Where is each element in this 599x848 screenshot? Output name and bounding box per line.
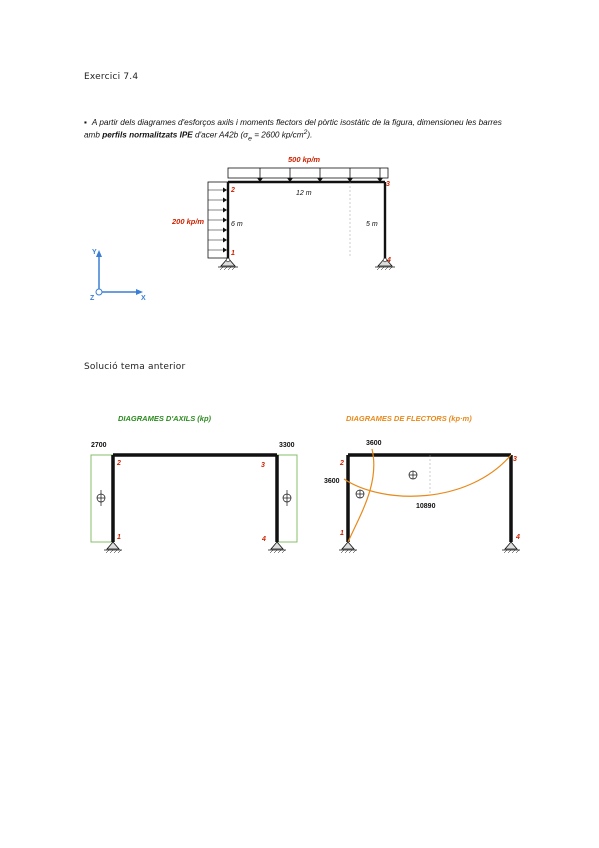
- left-height-label: 6 m: [231, 221, 243, 228]
- bending-diagram: DIAGRAMES DE FLECTORS (kp·m) 3600 3600 1…: [324, 414, 520, 554]
- coordinate-axes: [95, 250, 143, 296]
- statement-text-4: ).: [307, 130, 313, 140]
- solution-title: Solució tema anterior: [84, 362, 186, 372]
- bending-node-1: 1: [340, 530, 344, 537]
- axial-diagram-left-area: [90, 454, 114, 543]
- axis-y-label: Y: [92, 249, 97, 256]
- axial-compression-sign-right: [282, 490, 292, 506]
- node-1-label: 1: [231, 250, 235, 257]
- bending-curve-column: [347, 448, 375, 543]
- node-3-label: 3: [386, 181, 390, 188]
- exercise-title: Exercici 7.4: [84, 72, 139, 82]
- axial-support-left: [104, 541, 122, 554]
- axial-left-value: 2700: [91, 442, 107, 449]
- axial-support-right: [268, 541, 286, 554]
- bending-left-value: 3600: [324, 478, 340, 485]
- axial-diagram-title: DIAGRAMES D'AXILS (kp): [118, 414, 212, 423]
- axis-z-label: Z: [90, 295, 95, 302]
- side-load-label: 200 kp/m: [171, 217, 204, 226]
- span-label: 12 m: [296, 190, 312, 197]
- bullet-icon: ▪: [84, 118, 87, 127]
- statement-text-3: = 2600 kp/cm: [251, 130, 304, 140]
- bending-mid-value: 10890: [416, 503, 436, 510]
- bending-sign-column: [355, 489, 365, 499]
- axial-diagram: DIAGRAMES D'AXILS (kp) 2700 3300 2 3 1 4: [90, 414, 298, 554]
- axial-node-4: 4: [261, 536, 266, 543]
- statement-superscript: 2: [303, 129, 308, 136]
- statement-text-2: d'acer A42b (σ: [195, 130, 249, 140]
- top-load-label: 500 kp/m: [288, 155, 320, 164]
- bending-diagram-title: DIAGRAMES DE FLECTORS (kp·m): [346, 414, 472, 423]
- portal-frame-figure: 500 kp/m 200 kp/m 12 m 6 m 5 m 2 3 1 4: [90, 155, 395, 302]
- top-distributed-load: [227, 167, 389, 182]
- pin-support-right: [375, 257, 395, 271]
- bending-node-2: 2: [339, 460, 344, 467]
- pin-support-left: [218, 257, 238, 271]
- statement-bold: perfils normalitzats IPE: [102, 130, 193, 140]
- statement-text-1: A partir dels diagrames d'esforços axils…: [84, 118, 502, 140]
- axial-node-1: 1: [117, 534, 121, 541]
- node-2-label: 2: [230, 187, 235, 194]
- right-height-label: 5 m: [366, 221, 378, 228]
- axial-node-2: 2: [116, 460, 121, 467]
- bending-top-value: 3600: [366, 440, 382, 447]
- bending-support-right: [502, 541, 520, 554]
- side-distributed-load: [207, 181, 229, 259]
- axial-compression-sign-left: [96, 490, 106, 506]
- axial-right-value: 3300: [279, 442, 295, 449]
- bending-node-4: 4: [515, 534, 520, 541]
- bending-curve-beam: [343, 454, 512, 497]
- node-4-label: 4: [386, 257, 391, 264]
- exercise-statement: ▪A partir dels diagrames d'esforços axil…: [84, 118, 514, 144]
- bending-support-left: [339, 541, 357, 554]
- bending-node-3: 3: [513, 456, 517, 463]
- statement-subscript: e: [248, 135, 252, 143]
- axis-x-label: X: [141, 295, 146, 302]
- bending-sign-beam: [408, 470, 418, 480]
- axial-node-3: 3: [261, 462, 265, 469]
